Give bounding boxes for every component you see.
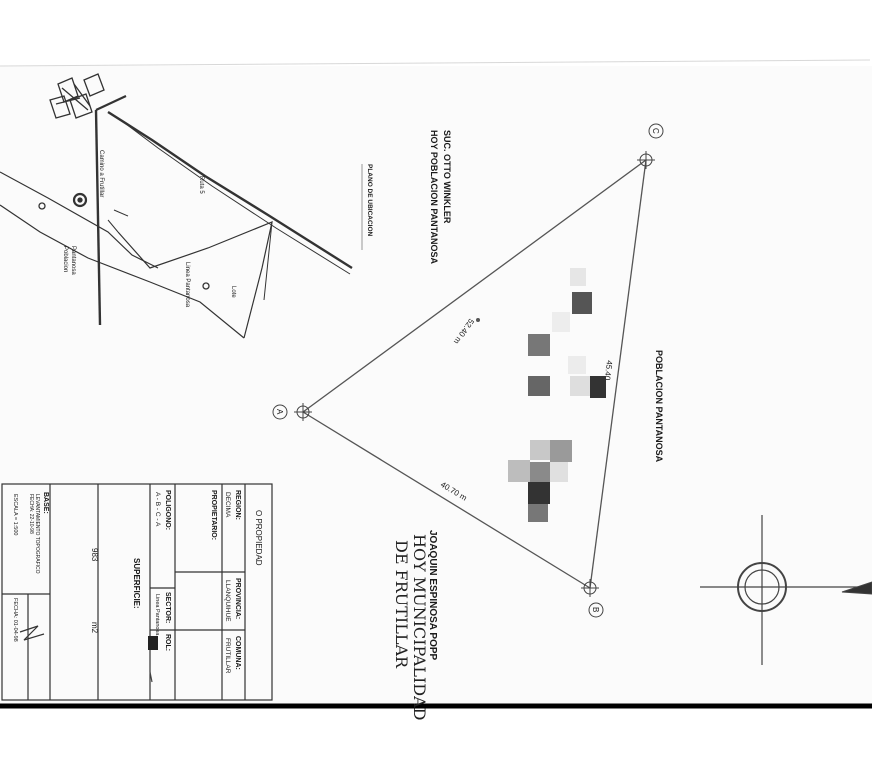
redacted-area [508, 268, 606, 522]
right-neighbor-label: POBLACION PANTANOSA [654, 350, 664, 463]
side-bc-length: 45.40 [603, 360, 614, 382]
poligono-value: A - B - C - A [154, 492, 161, 527]
vertex-a-marker [294, 403, 312, 421]
superficie-value: 983 [90, 548, 99, 562]
sector-label: SECTOR: [164, 592, 171, 623]
bottom-neighbor-note: JOAQUIN ESPINOSA POPP HOY MUNICIPALIDAD … [392, 530, 438, 720]
propietario-label: PROPIETARIO: [210, 490, 217, 540]
svg-text:Poblacion: Poblacion [62, 246, 68, 272]
side-a-b [302, 411, 591, 589]
bottom-neighbor-line1: JOAQUIN ESPINOSA POPP [427, 530, 438, 661]
vertex-a-label: A [275, 409, 284, 415]
region-value: DECIMA [224, 492, 231, 518]
bottom-neighbor-line2: HOY MUNICIPALIDAD [410, 534, 429, 720]
comuna-label: COMUNA: [234, 636, 241, 670]
svg-text:Ruta 5: Ruta 5 [198, 176, 204, 194]
svg-text:Pantanosa: Pantanosa [70, 246, 76, 275]
paper-sheet [0, 66, 872, 706]
location-plan-title: PLANO DE UBICACION [366, 164, 373, 237]
north-arrow-symbol [700, 515, 872, 665]
side-a-c [302, 159, 647, 413]
lot-polygon [302, 159, 647, 589]
superficie-unit: m2 [90, 622, 99, 634]
vertex-b-marker [581, 579, 599, 597]
svg-text:Camino a Frutillar: Camino a Frutillar [98, 150, 104, 197]
region-label: REGION: [234, 490, 241, 520]
provincia-value: LLANQUIHUE [224, 580, 231, 622]
date-label: FECHA: 01-04-98 [12, 598, 18, 642]
rol-redaction [148, 636, 158, 650]
former-owner-label: SUC. OTTO WINKLER [442, 130, 452, 224]
current-owner-label: HOY POBLACION PANTANOSA [429, 130, 439, 265]
rol-label: ROL: [164, 634, 171, 651]
poligono-label: POLIGONO: [164, 490, 171, 530]
scale-label: ESCALA = 1:500 [12, 494, 18, 535]
title-block [1, 483, 273, 701]
base-line1: LEVANTAMIENTO TOPOGRAFICO [34, 494, 40, 574]
svg-text:Linea Pantanosa: Linea Pantanosa [184, 262, 190, 308]
title-block-heading: O PROPIEDAD [254, 510, 263, 566]
svg-text:Lote: Lote [230, 286, 236, 298]
vertex-c-marker [637, 151, 655, 169]
base-label: BASE: [42, 492, 49, 514]
bottom-neighbor-line3: DE FRUTILLAR [392, 540, 411, 669]
sector-value: Linea Pantanosa [154, 594, 160, 636]
side-c-b [589, 159, 647, 589]
provincia-label: PROVINCIA: [234, 578, 241, 619]
comuna-value: FRUTILLAR [224, 638, 231, 674]
location-map [0, 73, 353, 339]
vertex-b-label: B [591, 607, 600, 612]
base-line2: FECHA: 22-10-98 [28, 494, 34, 534]
signature-mark [19, 625, 45, 641]
vertex-c-label: C [651, 128, 660, 134]
superficie-label: SUPERFICIE: [132, 558, 141, 609]
